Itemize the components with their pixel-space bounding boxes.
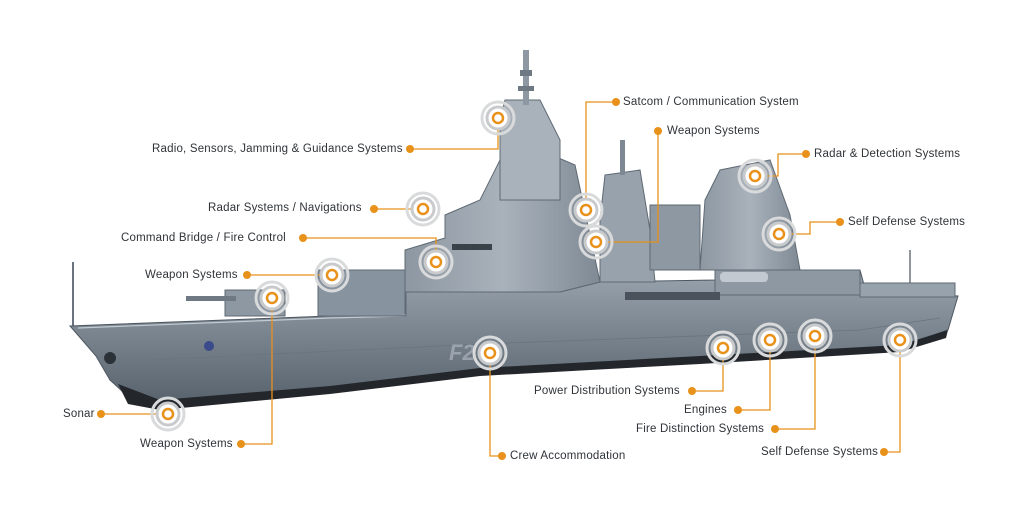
leader-end-dot — [771, 425, 779, 433]
leader-line — [241, 298, 273, 445]
hull-window-strip — [625, 292, 720, 300]
leader-line — [884, 340, 901, 453]
callout-label-engines: Engines — [684, 404, 727, 416]
leader-line — [738, 340, 771, 411]
leader-end-dot — [802, 150, 810, 158]
hotspot-target-icon[interactable] — [480, 100, 516, 136]
callout-label-satcom: Satcom / Communication System — [623, 96, 799, 108]
hull-deck-edge — [77, 315, 406, 329]
callout-sonar — [97, 396, 186, 432]
callout-label-radar-navigation: Radar Systems / Navigations — [208, 202, 362, 214]
callout-radio-sensors — [406, 100, 516, 153]
leader-end-dot — [406, 145, 414, 153]
callout-weapon-systems-mast — [578, 127, 662, 260]
leader-end-dot — [370, 205, 378, 213]
callout-fire-distinction — [771, 318, 833, 433]
mid-mast-pole — [620, 140, 625, 175]
hotspot-target-icon[interactable] — [568, 192, 604, 228]
callout-label-crew: Crew Accommodation — [510, 450, 626, 462]
hotspot-target-icon[interactable] — [797, 318, 833, 354]
callout-radar-detection — [737, 150, 810, 194]
hotspot-target-icon[interactable] — [472, 335, 508, 371]
callout-engines — [734, 322, 788, 414]
callout-label-power-distribution: Power Distribution Systems — [534, 385, 680, 397]
leader-end-dot — [836, 218, 844, 226]
callout-command-bridge — [299, 234, 454, 280]
hull-waterline — [118, 330, 948, 410]
ship-crest — [204, 341, 214, 351]
leader-end-dot — [237, 440, 245, 448]
hotspot-target-icon[interactable] — [405, 191, 441, 227]
aft-deck-block — [859, 282, 956, 298]
callout-weapon-systems-fwd — [243, 257, 350, 293]
hotspot-target-icon[interactable] — [150, 396, 186, 432]
leader-end-dot — [734, 406, 742, 414]
bridge-windows — [452, 244, 492, 250]
leader-line — [692, 348, 724, 392]
leader-end-dot — [612, 98, 620, 106]
hotspot-target-icon[interactable] — [752, 322, 788, 358]
hotspot-target-icon[interactable] — [254, 280, 290, 316]
mast-antenna-lower — [518, 86, 534, 91]
callout-label-weapon-systems-mast: Weapon Systems — [667, 125, 760, 137]
leader-line — [775, 336, 816, 430]
hotspot-target-icon[interactable] — [314, 257, 350, 293]
forward-gun-barrel — [186, 296, 236, 301]
callout-label-fire-distinction: Fire Distinction Systems — [636, 423, 765, 435]
leader-end-dot — [243, 271, 251, 279]
hotspot-target-icon[interactable] — [578, 224, 614, 260]
hull-number: F2 — [449, 340, 475, 365]
callout-self-defense-stern — [880, 322, 918, 456]
callout-label-self-defense-aft: Self Defense Systems — [848, 216, 966, 228]
leader-end-dot — [498, 452, 506, 460]
callout-power-distribution — [688, 330, 741, 395]
hotspot-target-icon[interactable] — [761, 216, 797, 252]
callout-satcom — [568, 98, 620, 228]
mast-antenna — [520, 70, 532, 76]
leader-end-dot — [654, 127, 662, 135]
callout-radar-navigation — [370, 191, 441, 227]
leader-end-dot — [97, 410, 105, 418]
leader-end-dot — [299, 234, 307, 242]
callout-label-weapon-systems-gun: Weapon Systems — [140, 438, 233, 450]
callout-crew — [472, 335, 508, 460]
hotspot-target-icon[interactable] — [705, 330, 741, 366]
lifeboat — [720, 272, 768, 282]
mast-top-pole — [523, 50, 529, 105]
callout-weapon-systems-gun — [237, 280, 290, 448]
hotspot-target-icon[interactable] — [882, 322, 918, 358]
leader-line — [410, 118, 499, 150]
callout-label-radio-sensors: Radio, Sensors, Jamming & Guidance Syste… — [152, 143, 403, 155]
leader-end-dot — [688, 387, 696, 395]
hotspot-target-icon[interactable] — [418, 244, 454, 280]
callout-label-radar-detection: Radar & Detection Systems — [814, 148, 961, 160]
hotspot-target-icon[interactable] — [737, 158, 773, 194]
callout-self-defense-aft — [761, 216, 844, 252]
leader-line — [585, 101, 616, 210]
callout-label-weapon-systems-fwd: Weapon Systems — [145, 269, 238, 281]
leader-end-dot — [880, 448, 888, 456]
callout-label-sonar: Sonar — [63, 408, 95, 420]
callout-label-command-bridge: Command Bridge / Fire Control — [121, 232, 286, 244]
callout-label-self-defense-stern: Self Defense Systems — [761, 446, 879, 458]
leader-line — [596, 131, 659, 243]
anchor-hawse — [104, 352, 117, 364]
leader-line — [303, 237, 437, 262]
